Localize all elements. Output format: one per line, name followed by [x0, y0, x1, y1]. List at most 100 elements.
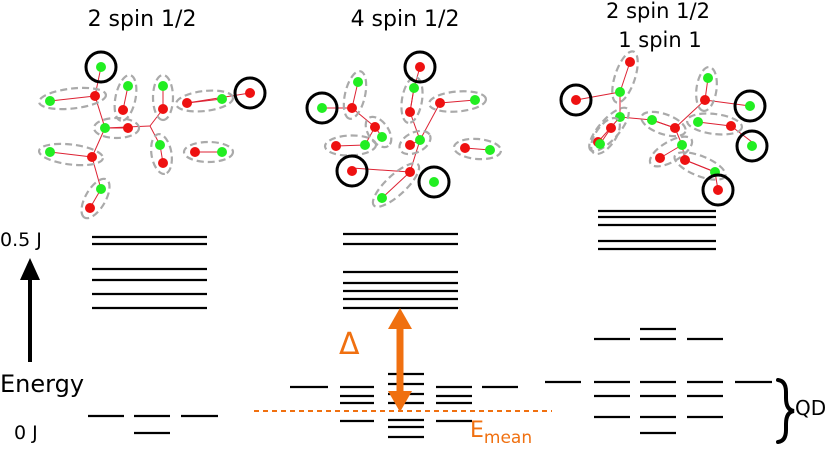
- spin-node: [182, 98, 192, 108]
- spin-node: [405, 167, 415, 177]
- spin-node: [700, 95, 710, 105]
- spin-node: [415, 62, 425, 72]
- bond-line: [94, 95, 106, 129]
- bond-line: [49, 95, 96, 102]
- spin-node: [615, 87, 625, 97]
- bond-line: [91, 127, 106, 158]
- spin-node: [655, 153, 665, 163]
- spin-node: [595, 139, 605, 149]
- qd-label: QD: [795, 396, 826, 420]
- dimer-outline: [364, 115, 393, 149]
- bond-line: [409, 139, 421, 173]
- bond-line: [186, 98, 223, 104]
- dimer-outline: [427, 90, 488, 113]
- spin-node: [485, 145, 495, 155]
- free-spin-ring: [403, 50, 437, 84]
- dimer-outline: [452, 137, 503, 161]
- mean-energy-label: Emean: [470, 418, 532, 448]
- bond-line: [439, 99, 476, 104]
- spin-node: [606, 123, 616, 133]
- bond-line: [674, 99, 706, 129]
- bond-line: [351, 167, 411, 173]
- spin-node: [647, 115, 657, 125]
- spin-node: [435, 98, 445, 108]
- spin-node: [96, 184, 106, 194]
- bond-line: [381, 171, 411, 199]
- spin-node: [123, 81, 133, 91]
- bond-line: [91, 156, 102, 190]
- spin-node: [347, 166, 357, 176]
- spin-node: [45, 147, 55, 157]
- spin-node: [317, 103, 327, 113]
- cluster-graph-1: [37, 50, 267, 220]
- bond-line: [697, 121, 732, 127]
- spin-node: [460, 143, 470, 153]
- spin-node: [158, 104, 168, 114]
- spin-node: [90, 91, 100, 101]
- dimer-outline: [640, 110, 687, 138]
- free-spin-ring: [305, 91, 339, 125]
- spin-node: [615, 112, 625, 122]
- dimer-outline: [398, 129, 432, 156]
- dimer-outline: [695, 65, 718, 113]
- column-2-title: 4 spin 1/2: [351, 7, 460, 32]
- spin-node: [96, 62, 106, 72]
- bond-line: [419, 102, 441, 141]
- spin-node: [217, 94, 227, 104]
- dimer-outline: [685, 112, 744, 136]
- dimer-outline: [37, 142, 105, 167]
- spin-node: [353, 77, 363, 87]
- dimer-outline: [182, 140, 235, 164]
- free-spin-ring: [233, 76, 267, 110]
- spin-node: [87, 152, 97, 162]
- bond-line: [684, 159, 716, 173]
- spin-node: [377, 193, 387, 203]
- free-spin-ring: [84, 50, 118, 84]
- spin-node: [703, 73, 713, 83]
- spin-node: [158, 158, 168, 168]
- energy-levels-column-3: [545, 209, 772, 435]
- spin-node: [118, 105, 128, 115]
- spin-node: [100, 123, 110, 133]
- dimer-outline: [92, 116, 141, 140]
- dimer-outline: [611, 50, 639, 104]
- spin-node: [158, 81, 168, 91]
- spin-node: [155, 140, 165, 150]
- energy-axis-arrow: [20, 258, 40, 362]
- gap-arrow: [388, 308, 412, 412]
- energy-levels-column-2: [290, 232, 518, 439]
- axis-label-energy: Energy: [0, 370, 84, 398]
- spin-node: [747, 141, 757, 151]
- spin-node: [331, 141, 341, 151]
- energy-levels-column-1: [88, 235, 218, 435]
- free-spin-ring: [735, 129, 769, 163]
- free-spin-ring: [417, 165, 451, 199]
- column-3-title-line-1: 2 spin 1/2: [606, 0, 710, 23]
- spin-node: [405, 140, 415, 150]
- spin-node: [409, 83, 419, 93]
- spin-node: [693, 117, 703, 127]
- spin-node: [670, 123, 680, 133]
- spin-node: [745, 101, 755, 111]
- spin-node: [45, 96, 55, 106]
- free-spin-ring: [733, 89, 767, 123]
- spin-node: [217, 147, 227, 157]
- free-spin-ring: [559, 83, 593, 117]
- spin-node: [347, 103, 357, 113]
- spin-node: [429, 177, 439, 187]
- dimer-outline: [151, 73, 175, 122]
- free-spin-ring: [335, 154, 369, 188]
- dimer-outline: [371, 162, 421, 208]
- qd-brace: [776, 378, 795, 444]
- cluster-graph-2: [305, 50, 503, 208]
- spin-node: [370, 122, 380, 132]
- spin-node: [713, 185, 723, 195]
- axis-tick-0-5J: 0.5 J: [0, 229, 42, 251]
- spin-node: [571, 95, 581, 105]
- cluster-graph-3: [559, 50, 769, 207]
- dimer-outline: [174, 89, 235, 113]
- column-1-title: 2 spin 1/2: [88, 7, 197, 32]
- spin-node: [470, 95, 480, 105]
- column-3-title-line-2: 1 spin 1: [618, 28, 702, 52]
